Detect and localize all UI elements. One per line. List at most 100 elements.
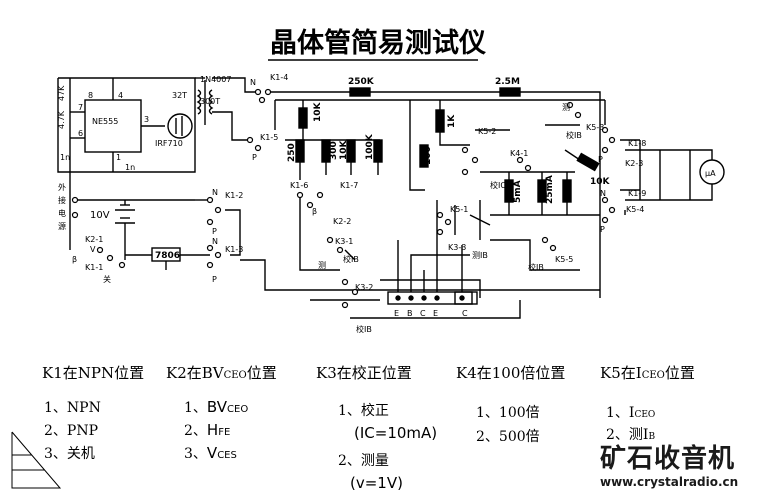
label-ce-ib-4: 校IB (566, 130, 582, 140)
pole-n-2: N (212, 188, 218, 197)
resistor-250-label: 250 (287, 143, 297, 162)
watermark-title: 矿石收音机 (600, 444, 736, 474)
pin3-label: 3 (144, 115, 149, 124)
legend-k5-num: 2、 (606, 427, 629, 443)
resistor-100-label: 100 (423, 146, 433, 165)
legend-k5-num: 1、 (606, 405, 629, 421)
switch-k1-6-label: K1-6 (290, 181, 308, 190)
legend-k2-main: H (206, 421, 219, 439)
switch-k1-7-label: K1-7 (340, 181, 358, 190)
label-measure-2: 测 (562, 103, 570, 112)
terminal-e1: E (394, 309, 399, 318)
legend-k2-num: 2、 (184, 423, 207, 439)
switch-k1-4-label: K1-4 (270, 73, 288, 82)
pin6-label: 6 (78, 129, 83, 138)
regulator-label: 7806 (155, 251, 180, 261)
legend-k3-item: 2、测量 (338, 453, 389, 469)
label-off: 关 (103, 274, 111, 284)
legend-k1-header: K1在NPN位置 (42, 364, 145, 382)
diode-label: 1N4007 (200, 75, 231, 84)
legend-k5-item: 2、测IB (606, 424, 655, 444)
switch-k3-2-label: K3-2 (355, 283, 373, 292)
terminal-block (387, 291, 473, 305)
pin1-label: 1 (116, 153, 121, 162)
legend-k2-item: 3、VCES (184, 443, 237, 463)
page-title: 晶体管简易测试仪 (270, 27, 486, 59)
ne555-label: NE555 (92, 117, 118, 126)
legend-k5-sub: CEO (634, 410, 656, 420)
switch-k1-1-label: K1-1 (85, 263, 103, 272)
pole-p-2: P (212, 227, 217, 236)
resistor-10k-label: 10K (313, 101, 323, 122)
irf710-mosfet (167, 113, 193, 139)
label-ce-ic: 校IC (490, 180, 506, 190)
pole-n-4: N (600, 189, 606, 198)
switch-k4-1-label: K4-1 (510, 149, 528, 158)
ext-power-char-1: 外 (58, 182, 66, 192)
resistor-100k-label: 100K (365, 133, 375, 160)
ne555-chip (84, 99, 142, 153)
legend-k5-main: 测I (628, 427, 649, 443)
corner-logo (11, 431, 62, 489)
label-measure-ib: 测IB (472, 251, 488, 260)
legend-k5-sub: B (648, 432, 656, 442)
legend-k2-sub: CEO (227, 404, 249, 415)
ext-power-char-3: 电 (58, 208, 66, 218)
terminal-b: B (407, 309, 413, 318)
legend-k4-header: K4在100倍位置 (456, 364, 566, 382)
legend-k3-item: (IC=10mA) (354, 424, 438, 442)
switch-k3-3-label: K3-3 (448, 243, 466, 252)
legend-k4-item: 2、500倍 (476, 429, 540, 445)
ext-power-char-4: 源 (58, 222, 66, 231)
legend-k1-item: 3、关机 (44, 446, 95, 462)
legend-k2-num: 1、 (184, 400, 207, 416)
switch-contacts (71, 88, 616, 309)
legend-k5-header-tail: 位置 (664, 364, 695, 382)
terminal-c2: C (462, 309, 468, 318)
legend-k3-item: (v=1V) (350, 474, 403, 492)
switch-k1-3-label: K1-3 (225, 245, 243, 254)
label-beta: β (72, 255, 77, 264)
pole-n-3: N (212, 237, 218, 246)
switch-k2-2-label: K2-2 (333, 217, 351, 226)
legend-k2-sub: CES (217, 450, 237, 461)
watermark: 矿石收音机 www.crystalradio.cn (600, 438, 760, 489)
switch-k2-3-label: K2-3 (625, 159, 643, 168)
resistor-1k-label: 1K (447, 114, 457, 128)
legend-k2-sub: FE (218, 427, 231, 438)
pole-n-1: N (250, 78, 256, 87)
pin8-label: 8 (88, 91, 93, 100)
resistor-300-label: 300 (329, 141, 339, 160)
legend-k1-item: 1、NPN (44, 400, 101, 416)
shunt-5ma-label: 5mA (513, 180, 523, 203)
pin7-label: 7 (78, 103, 83, 112)
pole-p-5: P (600, 225, 605, 234)
legend-k2-header-sub: CEO (223, 370, 247, 381)
legend-k5-main: I (628, 405, 635, 421)
label-ce-ib: 校IB (343, 254, 359, 264)
meter-label: μA (705, 169, 716, 178)
cap-1n-label: 1n (60, 153, 70, 162)
legend-k5-item: 1、ICEO (606, 402, 655, 422)
switch-k1-2-label: K1-2 (225, 191, 243, 200)
legend-k3-item: 1、校正 (338, 403, 389, 419)
pole-p-3: P (212, 275, 217, 284)
resistor-47k-label: 47K (57, 85, 66, 101)
legend-k2-header: K2在BVCEO位置 (166, 362, 277, 383)
resistor-10k-c-label: 10K (590, 177, 611, 187)
pole-p-4: P (598, 155, 603, 164)
terminal-e2: E (433, 309, 438, 318)
resistor-10k-b-label: 10K (339, 139, 349, 160)
switch-k1-5-label: K1-5 (260, 133, 278, 142)
transformer-secondary (208, 89, 214, 115)
switch-k5-1-label: K5-1 (450, 205, 468, 214)
legend-k5-header-sub: CEO (641, 370, 665, 381)
resistor-4-7k-label: 4.7K (57, 110, 66, 129)
ext-power-char-2: 接 (58, 195, 66, 205)
legend-k2-header-text: K2在BV (166, 364, 224, 382)
resistor-2-5m-label: 2.5M (495, 77, 520, 87)
transformer-secondary-turns: 300T (200, 97, 220, 106)
battery-label: 10V (90, 210, 110, 221)
